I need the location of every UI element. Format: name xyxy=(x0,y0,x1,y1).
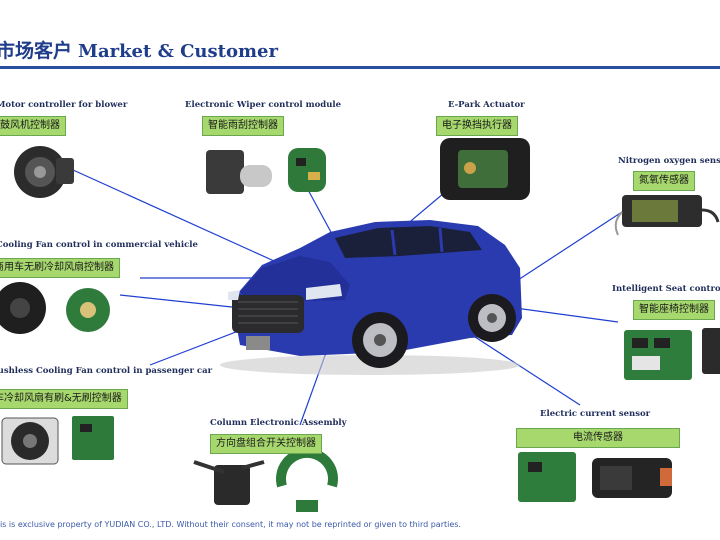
label-passenger-fan-cn: 乘用车冷却风扇有刷&无刷控制器 xyxy=(0,389,128,409)
label-current-cn: 电流传感器 xyxy=(516,428,680,448)
label-nox-en: Nitrogen oxygen sensor xyxy=(618,156,720,166)
current-sensor-image xyxy=(518,452,672,502)
column-assembly-image xyxy=(193,447,338,512)
label-column-en: Column Electronic Assembly xyxy=(210,418,347,428)
leader-line-blower xyxy=(61,164,306,276)
label-epark-en: E-Park Actuator xyxy=(448,100,525,110)
e-park-actuator-image xyxy=(440,138,530,200)
label-seat-en: Intelligent Seat control module xyxy=(612,284,720,294)
nox-sensor-image xyxy=(614,195,720,236)
label-wiper-cn: 智能雨刮控制器 xyxy=(202,116,284,136)
seat-module-image xyxy=(624,328,720,380)
label-passenger-fan-en: Brushless Cooling Fan control in passeng… xyxy=(0,366,213,376)
passenger-fan-image xyxy=(1,416,114,465)
commercial-fan-image xyxy=(0,282,110,334)
label-blower-cn: 鼓风机控制器 xyxy=(0,116,66,136)
title-divider xyxy=(0,66,720,69)
label-commercial-fan-en: Cooling Fan control in commercial vehicl… xyxy=(0,240,198,250)
label-wiper-en: Electronic Wiper control module xyxy=(185,100,342,110)
blower-motor-image xyxy=(14,146,74,198)
title-cn: 市场客户 xyxy=(0,40,73,62)
label-epark-cn: 电子换挡执行器 xyxy=(436,116,518,136)
label-current-en: Electric current sensor xyxy=(540,409,651,419)
title-en: Market & Customer xyxy=(78,41,278,62)
label-commercial-fan-cn: 商用车无刷冷却风扇控制器 xyxy=(0,258,120,278)
footer-disclaimer: This is exclusive property of YUDIAN CO.… xyxy=(0,520,461,529)
label-column-cn: 方向盘组合开关控制器 xyxy=(210,434,322,454)
label-seat-cn: 智能座椅控制器 xyxy=(633,300,715,320)
label-nox-cn: 氮氧传感器 xyxy=(633,171,695,191)
leader-line-nox xyxy=(517,209,626,281)
wiper-module-image xyxy=(206,148,326,194)
label-blower-en: Motor controller for blower xyxy=(0,100,128,110)
suv-car-image xyxy=(220,220,522,375)
